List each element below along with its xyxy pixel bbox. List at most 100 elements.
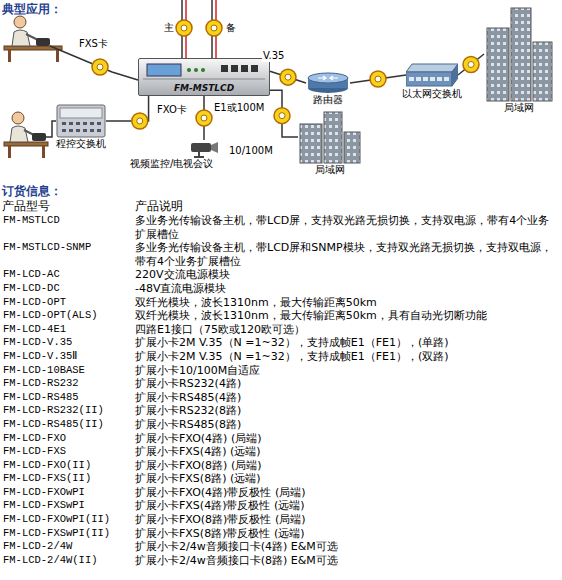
router-node: 路由器 [306, 72, 350, 106]
camera-node: 视频监控/电视会议 [130, 140, 219, 170]
interface-label: 10/100M [228, 145, 274, 157]
description-cell: 扩展小卡RS485(4路) [135, 391, 557, 405]
fiber-label: 主 [163, 22, 175, 34]
switchboard-key [83, 129, 87, 132]
description-cell: 扩展小卡2/4w音频接口卡(4路) E&M可选 [135, 540, 557, 554]
camera-base [194, 156, 204, 158]
model-cell: FM-LCD-FXS(II) [3, 472, 133, 486]
reel-rim [92, 59, 108, 75]
description-cell: 扩展小卡FXS(4路) (远端) [135, 445, 557, 459]
fiber-reel [132, 113, 148, 129]
model-cell: FM-LCD-OPT [3, 296, 133, 310]
device-chassis: FM-MSTLCD [138, 58, 270, 96]
model-cell: FM-LCD-FXOwPI [3, 486, 133, 500]
head [12, 112, 24, 124]
model-cell: FM-LCD-OPT(ALS) [3, 309, 133, 323]
fiber-connector [458, 54, 484, 75]
description-cell: 扩展小卡FXS(4路)带反极性 (远端) [135, 499, 557, 513]
lcd-screen [147, 64, 181, 76]
fiber-connector [270, 90, 298, 137]
fiber-reel [176, 20, 192, 36]
section-title: 订货信息： [2, 184, 62, 198]
reel-rim [274, 108, 290, 124]
reel-rim [370, 71, 386, 87]
switch-front [406, 72, 452, 86]
reel-hub [201, 115, 207, 121]
node-label: FM-MSTLCD [139, 82, 269, 94]
description-cell: 扩展小卡FXS(8路) (远端) [135, 472, 557, 486]
description-cell: 扩展小卡FXO(4路)带反极性 (局端) [135, 486, 557, 500]
description-cell: 扩展小卡2/4w音频接口卡(8路) E&M可选 [135, 554, 557, 568]
switchboard-body [57, 105, 105, 137]
reel-hub [279, 113, 285, 119]
reel-hub [468, 62, 474, 68]
router-top [308, 73, 348, 83]
model-cell: FM-LCD-RS485(II) [3, 418, 133, 432]
switchboard-key [69, 122, 73, 125]
lan-building: 局域网 [298, 110, 362, 176]
desk-leg [8, 50, 11, 62]
reel-rim [196, 110, 212, 126]
equipment-icon [484, 6, 554, 102]
reel-hub [211, 25, 217, 31]
description-cell: -48V直流电源模块 [135, 282, 557, 296]
fiber-reel [370, 71, 386, 87]
switchboard-key [90, 122, 94, 125]
equipment-icon [406, 62, 458, 88]
interface-label: E1或100M [213, 102, 265, 114]
interface-label: FXO卡 [156, 104, 188, 116]
description-cell: 扩展小卡FXO(8路)带反极性 (局端) [135, 513, 557, 527]
model-cell: FM-LCD-FXO [3, 432, 133, 446]
equipment-icon [298, 110, 362, 164]
model-cell: FM-LCD-FXO(II) [3, 459, 133, 473]
section-title: 典型应用： [2, 2, 62, 16]
model-cell: FM-LCD-DC [3, 282, 133, 296]
switch-port [416, 77, 421, 81]
node-label: 局域网 [484, 102, 554, 114]
description-cell: 扩展小卡2M V.35（N =1~32），支持成帧E1（FE1），(单路) [135, 336, 557, 350]
description-cell: 扩展小卡FXO(8路) (局端) [135, 459, 557, 473]
switchboard-key [69, 129, 73, 132]
model-cell: FM-LCD-V.35Ⅱ [3, 350, 133, 364]
fiber-reel [206, 20, 222, 36]
model-cell: FM-LCD-FXS [3, 445, 133, 459]
switch-port [409, 77, 414, 81]
fiber-label: FXS卡 [78, 38, 109, 50]
camera-lens [211, 142, 218, 153]
description-cell: 扩展小卡2M V.35（N =1~32），支持成帧E1（FE1），(双路) [135, 350, 557, 364]
panel-seam [143, 79, 265, 80]
building-tower [324, 112, 342, 163]
model-cell: FM-LCD-10BASE [3, 364, 133, 378]
fxs-wire [50, 46, 138, 80]
status-led [187, 68, 191, 72]
telephone-user [4, 16, 62, 62]
desk-leg [56, 50, 59, 62]
building-tower [533, 42, 552, 101]
status-led [201, 68, 205, 72]
model-cell: FM-MSTLCD [3, 214, 133, 228]
fiber-reel [196, 110, 212, 126]
body [10, 126, 28, 142]
building-tower [300, 124, 322, 163]
reel-hub [375, 76, 381, 82]
building-tower [344, 132, 360, 163]
switch-port [444, 77, 449, 81]
switch-node: 以太网交换机 [402, 62, 462, 100]
desk [4, 142, 48, 146]
reel-rim [206, 20, 222, 36]
model-cell: FM-LCD-2/4W(II) [3, 554, 133, 568]
reel-rim [463, 57, 479, 73]
switchboard-key [90, 129, 94, 132]
switchboard-key [83, 122, 87, 125]
description-cell: 扩展小卡RS232(4路) [135, 377, 557, 391]
desk-leg [42, 146, 45, 158]
reel-hub [181, 25, 187, 31]
description-cell: 扩展小卡FXO(4路) (局端) [135, 432, 557, 446]
model-cell: FM-MSTLCD-SNMP [3, 241, 133, 255]
camera-body [191, 143, 211, 152]
model-cell: FM-LCD-FXSwPI [3, 499, 133, 513]
port [241, 65, 248, 72]
desk-leg [8, 146, 11, 158]
model-cell: FM-LCD-V.35 [3, 336, 133, 350]
description-cell: 多业务光传输设备主机，带LCD屏和SNMP模块，支持双光路无损切换，支持双电源，… [135, 241, 557, 268]
